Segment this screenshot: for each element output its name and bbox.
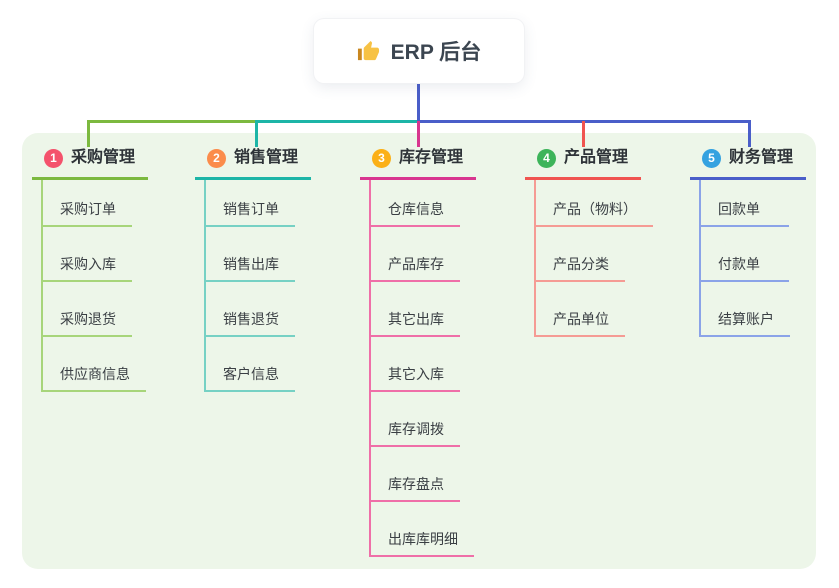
branch-number-badge: 1	[44, 148, 63, 168]
branch-title: 销售管理	[234, 149, 299, 166]
branch-title: 采购管理	[71, 149, 136, 166]
child-node[interactable]: 产品（物料）	[536, 180, 653, 227]
child-node[interactable]: 其它入库	[371, 337, 476, 392]
branch-children: 产品（物料） 产品分类产品单位	[534, 180, 653, 337]
child-node-label: 仓库信息	[371, 201, 460, 227]
child-node[interactable]: 销售订单	[206, 180, 311, 227]
child-node-label: 库存调拨	[371, 421, 460, 447]
connector-root-drop	[417, 83, 420, 121]
connector-drop-inventory	[417, 121, 420, 147]
child-node-label: 付款单	[701, 256, 789, 282]
connector-drop-finance	[748, 121, 751, 147]
child-node[interactable]: 采购退货	[43, 282, 148, 337]
branch-children: 仓库信息产品库存其它出库其它入库库存调拨库存盘点出库库明细	[369, 180, 476, 557]
child-node-label: 销售出库	[206, 256, 295, 282]
child-node[interactable]: 产品单位	[536, 282, 653, 337]
child-node-label: 销售订单	[206, 201, 295, 227]
child-node[interactable]: 产品分类	[536, 227, 653, 282]
branch-header[interactable]: 2 销售管理	[195, 147, 311, 180]
child-node-label: 供应商信息	[43, 366, 146, 392]
child-node[interactable]: 仓库信息	[371, 180, 476, 227]
branch-header[interactable]: 4 产品管理	[525, 147, 641, 180]
thumbs-up-icon	[357, 40, 380, 63]
child-node-label: 其它入库	[371, 366, 460, 392]
connector-bus-sales	[255, 120, 419, 123]
root-node[interactable]: ERP 后台	[314, 19, 524, 83]
branch-inventory: 3 库存管理 仓库信息产品库存其它出库其它入库库存调拨库存盘点出库库明细	[360, 147, 476, 557]
child-node-label: 库存盘点	[371, 476, 460, 502]
connector-drop-purchase	[87, 121, 90, 147]
connector-bus-purchase	[87, 120, 257, 123]
branch-children: 采购订单采购入库采购退货供应商信息	[41, 180, 148, 392]
child-node[interactable]: 产品库存	[371, 227, 476, 282]
child-node[interactable]: 库存盘点	[371, 447, 476, 502]
child-node[interactable]: 结算账户	[701, 282, 806, 337]
child-node[interactable]: 销售出库	[206, 227, 311, 282]
child-node-label: 产品单位	[536, 311, 625, 337]
branch-product: 4 产品管理 产品（物料） 产品分类产品单位	[525, 147, 653, 337]
connector-drop-sales	[255, 121, 258, 147]
child-node[interactable]: 采购订单	[43, 180, 148, 227]
branch-title: 产品管理	[564, 149, 629, 166]
branch-number-badge: 3	[372, 148, 391, 168]
child-node[interactable]: 回款单	[701, 180, 806, 227]
branch-sales: 2 销售管理 销售订单销售出库销售退货客户信息	[195, 147, 311, 392]
child-node[interactable]: 客户信息	[206, 337, 311, 392]
child-node[interactable]: 供应商信息	[43, 337, 148, 392]
child-node[interactable]: 付款单	[701, 227, 806, 282]
connector-drop-product	[582, 121, 585, 147]
child-node-label: 产品库存	[371, 256, 460, 282]
child-node-label: 销售退货	[206, 311, 295, 337]
child-node-label: 采购订单	[43, 201, 132, 227]
branch-number-badge: 5	[702, 148, 721, 168]
branch-header[interactable]: 1 采购管理	[32, 147, 148, 180]
child-node-label: 采购入库	[43, 256, 132, 282]
child-node-label: 客户信息	[206, 366, 295, 392]
child-node[interactable]: 库存调拨	[371, 392, 476, 447]
child-node[interactable]: 其它出库	[371, 282, 476, 337]
child-node-label: 其它出库	[371, 311, 460, 337]
child-node[interactable]: 销售退货	[206, 282, 311, 337]
branch-purchase: 1 采购管理 采购订单采购入库采购退货供应商信息	[32, 147, 148, 392]
child-node[interactable]: 采购入库	[43, 227, 148, 282]
child-node-label: 回款单	[701, 201, 789, 227]
branch-title: 库存管理	[399, 149, 464, 166]
branch-number-badge: 2	[207, 148, 226, 168]
child-node-label: 采购退货	[43, 311, 132, 337]
root-node-label: ERP 后台	[390, 41, 482, 64]
branch-title: 财务管理	[729, 149, 794, 166]
branch-number-badge: 4	[537, 148, 556, 168]
branch-children: 销售订单销售出库销售退货客户信息	[204, 180, 311, 392]
branch-children: 回款单付款单结算账户	[699, 180, 806, 337]
child-node-label: 产品分类	[536, 256, 625, 282]
child-node[interactable]: 出库库明细	[371, 502, 476, 557]
branch-header[interactable]: 5 财务管理	[690, 147, 806, 180]
child-node-label: 出库库明细	[371, 531, 474, 557]
branches-panel	[22, 133, 816, 569]
branch-finance: 5 财务管理 回款单付款单结算账户	[690, 147, 806, 337]
child-node-label: 结算账户	[701, 311, 790, 337]
branch-header[interactable]: 3 库存管理	[360, 147, 476, 180]
child-node-label: 产品（物料）	[536, 201, 653, 227]
